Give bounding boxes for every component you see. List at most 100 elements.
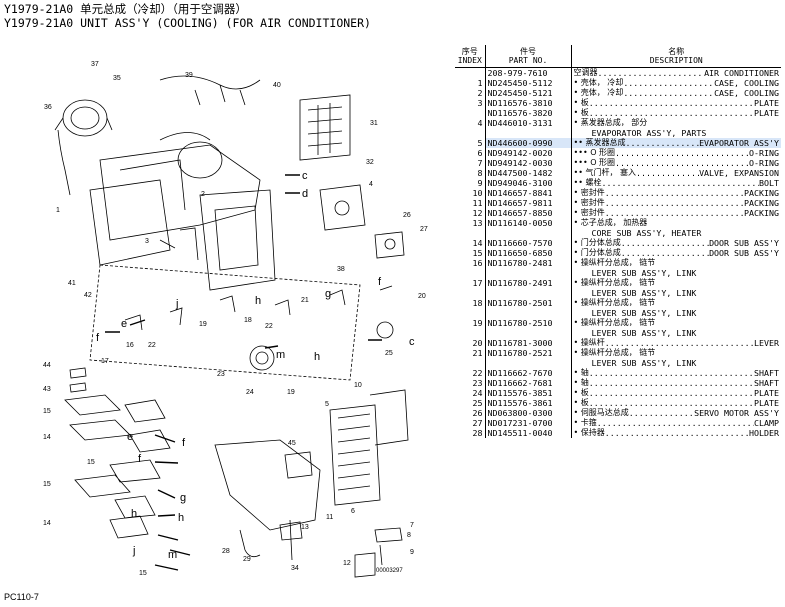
cell-description: ••• O 形圈................................… — [573, 148, 780, 158]
cell-part-no: ND949142-0030 — [485, 158, 572, 168]
cell-part-no: ND146657-9811 — [485, 198, 572, 208]
description-cn: • 操纵杆分总成， 链节 — [573, 278, 656, 287]
cell-index: 22 — [455, 368, 486, 378]
cell-description: 空调器.....................................… — [573, 68, 780, 78]
cell-index: 8 — [455, 168, 486, 178]
callout-16: 16 — [126, 342, 134, 349]
cell-index: 25 — [455, 398, 486, 408]
description-cn: • 板 — [573, 108, 589, 117]
cell-part-no: ND116781-3000 — [485, 338, 572, 348]
description-en: O-RING — [749, 158, 779, 168]
description-cn: • 保持器 — [573, 428, 605, 437]
description-cn: • 板 — [573, 388, 589, 397]
cell-part-no: ND116662-7681 — [485, 378, 572, 388]
cell-description: • 卡箍....................................… — [573, 418, 780, 428]
description-en: PACKING — [744, 208, 779, 218]
callout-44: 44 — [43, 362, 51, 369]
callout-24: 24 — [246, 389, 254, 396]
cell-index: 12 — [455, 208, 486, 218]
cell-description: • 密封件...................................… — [573, 208, 780, 218]
cell-description: • 轴.....................................… — [573, 378, 780, 388]
description-cn: • 门分体总成 — [573, 248, 621, 257]
callout-15c: 15 — [43, 481, 51, 488]
callout-41: 41 — [68, 280, 76, 287]
callout-d: f — [378, 276, 382, 288]
description-en-sub: LEVER SUB ASS'Y, LINK — [591, 268, 697, 278]
link-levers-illustration — [124, 285, 394, 371]
cell-part-no: ND116780-2521 — [485, 348, 572, 368]
cell-part-no: ND063800-0300 — [485, 408, 572, 418]
small-parts-illustration — [239, 519, 403, 578]
exploded-parts-diagram — [54, 75, 409, 578]
cell-part-no: ND146657-8850 — [485, 208, 572, 218]
cell-part-no: ND446010-3131 — [485, 118, 572, 138]
description-cn: • 轴 — [573, 378, 589, 387]
description-cn: • 壳体， 冷却 — [573, 78, 624, 87]
callout-22b: 22 — [148, 342, 156, 349]
cell-index — [455, 67, 486, 78]
cell-part-no: ND116660-7570 — [485, 238, 572, 248]
callout-6: 6 — [351, 508, 355, 515]
parts-list-body: 208-979-7610空调器.........................… — [455, 67, 781, 438]
callout-15d: 15 — [139, 570, 147, 577]
cell-part-no: ND949046-3100 — [485, 178, 572, 188]
callout-42: 42 — [84, 292, 92, 299]
cell-part-no: ND447500-1482 — [485, 168, 572, 178]
callout-15a: 15 — [43, 408, 51, 415]
description-cn: • 轴 — [573, 368, 589, 377]
cell-index: 6 — [455, 148, 486, 158]
callout-22: 22 — [265, 323, 273, 330]
callout-13: 13 — [301, 524, 309, 531]
cell-part-no: ND017231-0700 — [485, 418, 572, 428]
callout-8: 8 — [407, 532, 411, 539]
callout-3: 3 — [145, 238, 149, 245]
description-en: EVAPORATOR ASS'Y — [699, 138, 779, 148]
cell-description: •• 蒸发器总成................................… — [571, 138, 781, 148]
callout-12: 12 — [343, 560, 351, 567]
callout-f: g — [325, 288, 332, 300]
cell-description: • 板.....................................… — [573, 108, 780, 118]
evaporator-illustration — [299, 94, 351, 161]
callout-a: c — [302, 170, 308, 182]
cell-index: 24 — [455, 388, 486, 398]
wiring-harness-illustration — [159, 75, 261, 106]
cell-part-no: ND949142-0020 — [485, 148, 572, 158]
description-en: PACKING — [744, 198, 779, 208]
callout-e: f — [96, 332, 100, 344]
callout-4: 4 — [369, 181, 373, 188]
description-en: PACKING — [744, 188, 779, 198]
description-cn: • 伺服马达总成 — [573, 408, 629, 417]
cell-part-no: ND245450-5112 — [485, 78, 572, 88]
description-cn: ••• O 形圈 — [573, 158, 616, 167]
cell-index: 23 — [455, 378, 486, 388]
callout-39: 39 — [185, 72, 193, 79]
cell-index: 1 — [455, 78, 486, 88]
page-footer: PC110-7 — [4, 592, 39, 602]
cell-index: 14 — [455, 238, 486, 248]
description-cn: • 密封件 — [573, 188, 605, 197]
callout-18: 18 — [244, 317, 252, 324]
cell-index: 21 — [455, 348, 486, 368]
cell-part-no: ND146657-8841 — [485, 188, 572, 198]
cell-part-no: ND116576-3810 — [485, 98, 572, 108]
callout-15b: 15 — [87, 459, 95, 466]
callout-19: 19 — [199, 321, 207, 328]
cell-description: • 伺服马达总成................................… — [573, 408, 780, 418]
description-en: DOOR SUB ASS'Y — [709, 238, 779, 248]
cell-description: •• 螺栓...................................… — [573, 178, 780, 188]
description-cn: • 板 — [573, 398, 589, 407]
callout-c: e — [121, 318, 128, 330]
description-cn: • 板 — [573, 98, 589, 107]
description-en-sub: CORE SUB ASS'Y, HEATER — [591, 228, 702, 238]
